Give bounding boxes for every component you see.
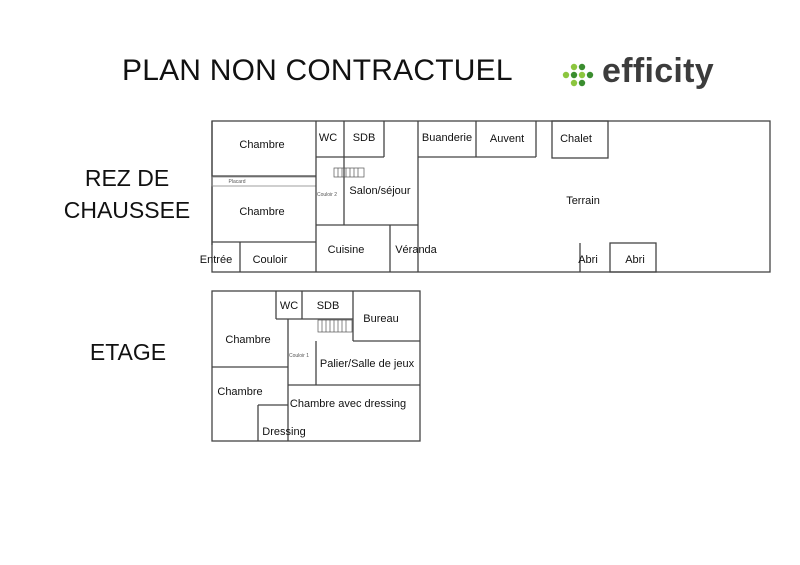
room-upper-wc: WC: [280, 300, 298, 312]
room-upper-bureau: Bureau: [363, 313, 398, 325]
room-ground-sdb: SDB: [353, 132, 376, 144]
room-ground-auvent: Auvent: [490, 133, 524, 145]
plan-title: PLAN NON CONTRACTUEL: [122, 54, 513, 87]
room-upper-dressing: Dressing: [262, 426, 305, 438]
level-label-upper: ETAGE: [89, 339, 167, 365]
upper-floor-walls: [211, 290, 421, 442]
logo-text: efficity: [602, 52, 714, 90]
room-ground-wc: WC: [319, 132, 337, 144]
room-ground-salon: Salon/séjour: [349, 185, 410, 197]
level-label-ground: REZ DE CHAUSSEE: [63, 165, 191, 223]
room-upper-couloir-1: Couloir 1: [289, 353, 309, 359]
room-ground-abri-1: Abri: [578, 254, 598, 266]
room-upper-sdb: SDB: [317, 300, 340, 312]
ground-stairs-icon: [333, 167, 365, 178]
room-ground-terrain: Terrain: [566, 195, 600, 207]
room-upper-chambre-2: Chambre: [217, 386, 262, 398]
room-ground-abri-2: Abri: [625, 254, 645, 266]
logo-dots-icon: [562, 63, 594, 87]
ground-floor-walls: [211, 120, 771, 273]
room-ground-chambre-1: Chambre: [239, 139, 284, 151]
room-ground-couloir-2: Couloir 2: [317, 192, 337, 198]
room-ground-chalet: Chalet: [560, 133, 592, 145]
room-ground-couloir: Couloir: [253, 254, 288, 266]
room-upper-chambre-dressing: Chambre avec dressing: [290, 398, 406, 410]
room-ground-placard: Placard: [229, 179, 246, 185]
room-ground-entree: Entrée: [200, 254, 232, 266]
room-ground-buanderie: Buanderie: [422, 132, 472, 144]
upper-stairs-icon: [317, 319, 353, 333]
efficity-logo: efficity: [562, 50, 732, 98]
room-upper-chambre-1: Chambre: [225, 334, 270, 346]
room-ground-chambre-2: Chambre: [239, 206, 284, 218]
room-ground-cuisine: Cuisine: [328, 244, 365, 256]
room-ground-veranda: Véranda: [395, 244, 437, 256]
room-upper-palier: Palier/Salle de jeux: [320, 358, 415, 370]
